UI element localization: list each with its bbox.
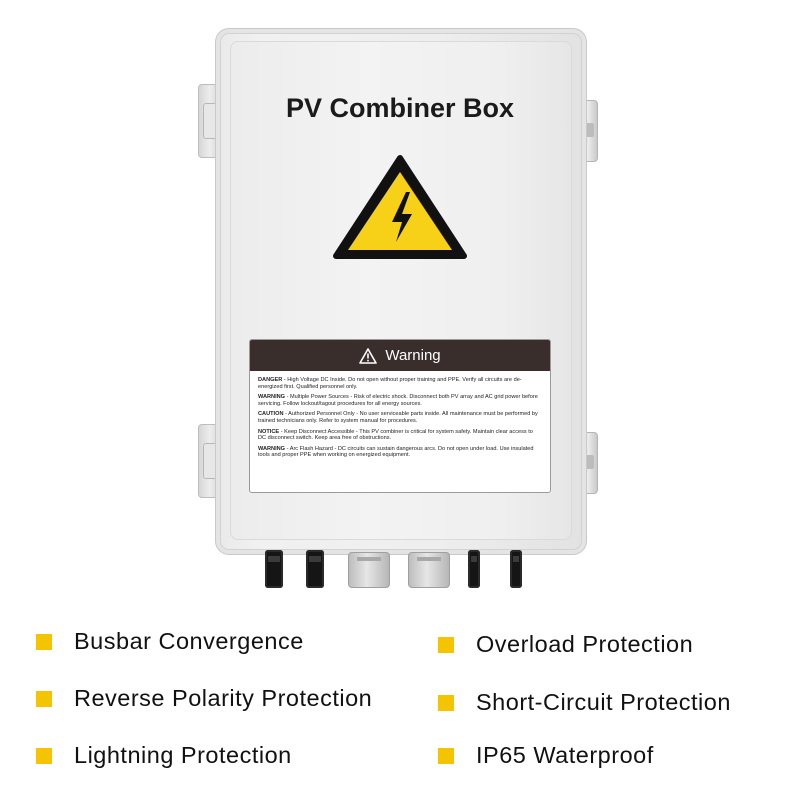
product-image: PV Combiner Box Warning DANGER - High Vo…: [198, 28, 598, 588]
feature-list: Busbar Convergence Overload Protection R…: [0, 615, 800, 800]
square-bullet-icon: [438, 747, 454, 764]
warning-note: WARNING - Arc Flash Hazard - DC circuits…: [258, 445, 534, 459]
warning-label-title: Warning: [385, 347, 441, 364]
warning-note: CAUTION - Authorized Personnel Only - No…: [258, 411, 538, 424]
warning-label: Warning DANGER - High Voltage DC Inside.…: [249, 339, 551, 493]
warning-note: WARNING - Multiple Power Sources - Risk …: [258, 394, 538, 407]
square-bullet-icon: [36, 690, 52, 707]
feature-item: IP65 Waterproof: [438, 742, 654, 769]
warning-triangle-icon: [359, 347, 378, 364]
square-bullet-icon: [438, 636, 454, 653]
mc4-connector: [510, 550, 522, 588]
feature-item: Busbar Convergence: [36, 628, 304, 655]
high-voltage-warning-icon: [333, 155, 467, 259]
feature-item: Reverse Polarity Protection: [36, 685, 372, 712]
product-title: PV Combiner Box: [285, 93, 515, 123]
mc4-connector: [306, 550, 324, 588]
feature-item: Overload Protection: [438, 631, 693, 658]
cable-gland: [348, 552, 390, 588]
warning-note: DANGER - High Voltage DC Inside. Do not …: [258, 377, 522, 390]
warning-label-header: Warning: [250, 340, 550, 371]
feature-item: Lightning Protection: [36, 742, 292, 769]
square-bullet-icon: [438, 694, 454, 711]
feature-item: Short-Circuit Protection: [438, 689, 731, 716]
square-bullet-icon: [36, 747, 52, 764]
mc4-connector: [468, 550, 480, 588]
cable-gland: [408, 552, 450, 588]
mc4-connector: [265, 550, 283, 588]
warning-note: NOTICE - Keep Disconnect Accessible - Th…: [258, 428, 533, 442]
square-bullet-icon: [36, 633, 52, 650]
